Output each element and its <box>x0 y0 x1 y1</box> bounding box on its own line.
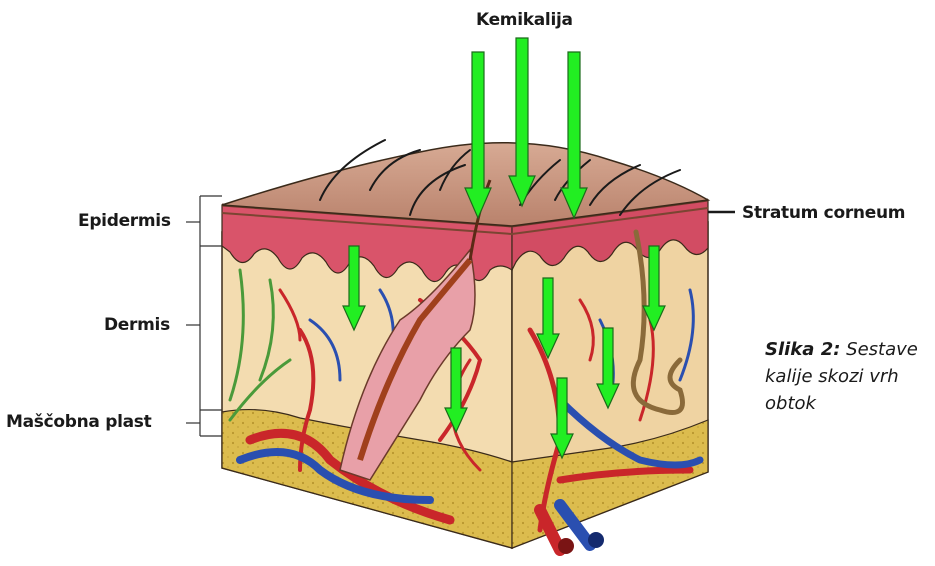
label-kemikalija: Kemikalija <box>476 10 573 30</box>
label-epidermis: Epidermis <box>78 211 171 231</box>
skin-block <box>222 143 708 548</box>
caption-line-2: kalije skozi vrh <box>765 363 935 390</box>
green-arrow-3 <box>561 52 587 218</box>
caption-line-1: Sestave <box>846 339 918 360</box>
caption-line-3: obtok <box>765 390 935 417</box>
figure-caption: Slika 2: Sestave kalije skozi vrh obtok <box>765 336 935 417</box>
caption-figure-number: Slika 2: <box>765 339 840 360</box>
label-dermis: Dermis <box>104 315 170 335</box>
label-mascobna-plast: Maščobna plast <box>6 412 151 432</box>
green-arrow-2 <box>509 38 535 206</box>
label-stratum-corneum: Stratum corneum <box>742 203 905 223</box>
green-arrow-1 <box>465 52 491 218</box>
